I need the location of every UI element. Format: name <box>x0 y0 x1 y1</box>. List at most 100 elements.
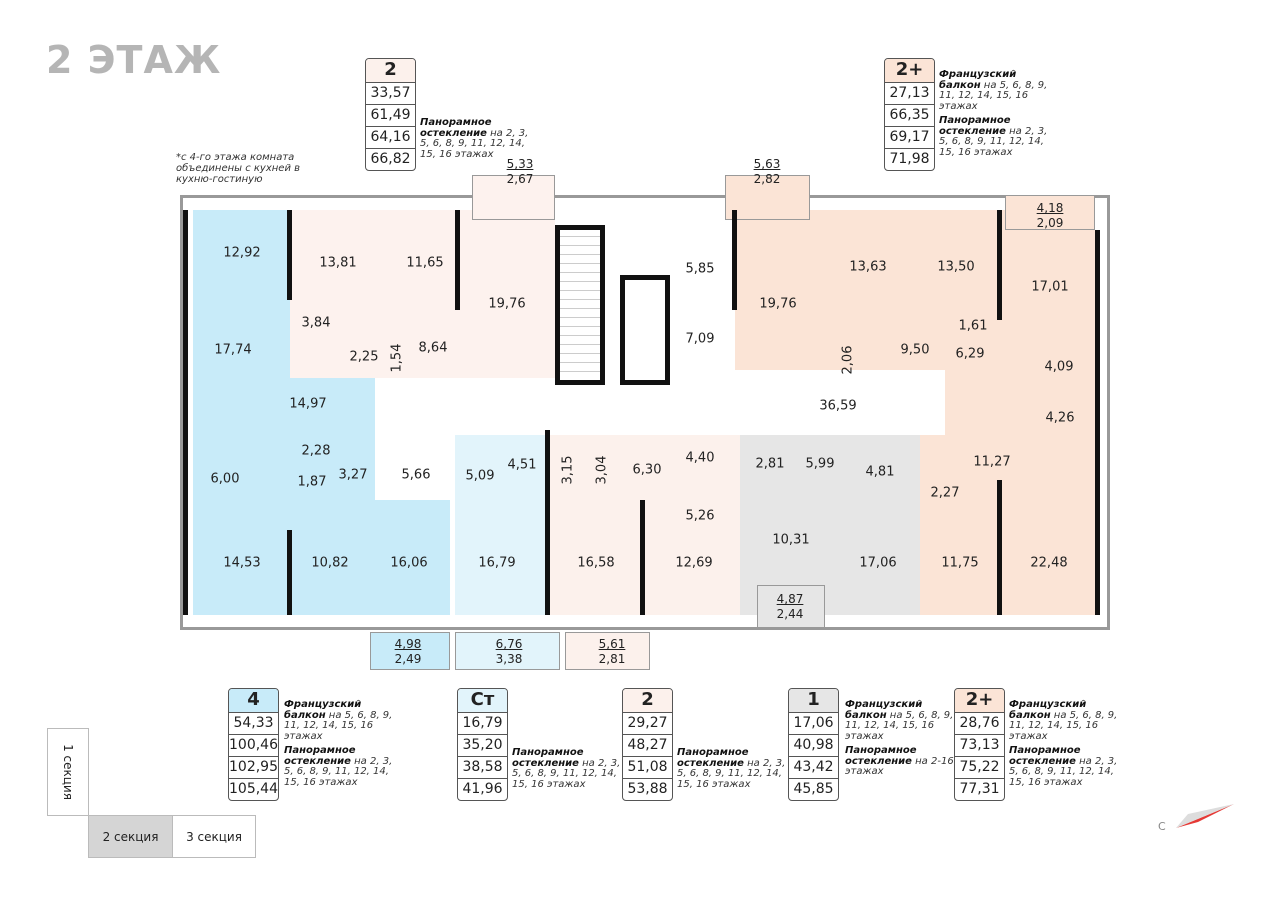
apartment-area: 105,44 <box>229 778 278 800</box>
room-area: 7,09 <box>685 331 715 347</box>
room-area: 19,76 <box>488 296 526 312</box>
balcony-area: 6,76 <box>495 637 523 651</box>
apartment-area: 54,33 <box>229 712 278 734</box>
unit-studio[interactable] <box>455 435 545 615</box>
wall <box>997 480 1002 615</box>
panoramic-glazing-note: Панорамное остекление на 2, 3, 5, 6, 8, … <box>512 747 622 790</box>
balcony-studio[interactable] <box>455 632 560 670</box>
room-area: 13,81 <box>319 255 357 271</box>
room-area: 16,79 <box>478 555 516 571</box>
section-1-button[interactable]: 1 секция <box>47 728 89 816</box>
floor-title: 2 ЭТАЖ <box>46 38 222 82</box>
room-area: 12,69 <box>675 555 713 571</box>
legend-notes: Панорамное остекление на 2, 3, 5, 6, 8, … <box>512 747 622 794</box>
balcony-area-reduced: 2,67 <box>506 172 534 186</box>
apartment-type: 1 <box>789 689 838 712</box>
balcony-2plus-top[interactable] <box>725 175 810 220</box>
apartment-area: 51,08 <box>623 756 672 778</box>
apartment-area: 53,88 <box>623 778 672 800</box>
note-text: на 2, 3, 5, 6, 8, 9, 11, 12, 14, 15, 16 … <box>677 757 786 790</box>
wall <box>997 210 1002 320</box>
unit-2-room-top[interactable] <box>290 210 555 378</box>
note-bold: Французский балкон <box>1009 699 1087 721</box>
apartment-area: 102,95 <box>229 756 278 778</box>
balcony-area: 4,87 <box>776 592 804 606</box>
wall <box>640 500 645 615</box>
legend-notes: Французский балкон на 5, 6, 8, 9, 11, 12… <box>845 699 955 782</box>
stairwell <box>555 225 605 385</box>
section-2-button[interactable]: 2 секция <box>88 815 173 858</box>
apartment-area: 77,31 <box>955 778 1004 800</box>
room-area: 3,15 <box>560 455 576 485</box>
note-text: на 2, 3, 5, 6, 8, 9, 11, 12, 14, 15, 16 … <box>512 757 621 790</box>
panoramic-glazing-note: Панорамное остекление на 2, 3, 5, 6, 8, … <box>284 745 394 788</box>
balcony-4-room[interactable] <box>370 632 450 670</box>
room-area: 2,06 <box>840 345 856 375</box>
note-bold: Французский балкон <box>845 699 923 721</box>
room-area: 22,48 <box>1030 555 1068 571</box>
apartment-area: 29,27 <box>623 712 672 734</box>
apartment-area: 73,13 <box>955 734 1004 756</box>
compass-icon: С <box>1158 800 1238 835</box>
balcony-2-room-bottom[interactable] <box>565 632 650 670</box>
room-area: 2,28 <box>301 443 331 459</box>
balcony-area-reduced: 2,09 <box>1036 216 1064 230</box>
room-area: 16,58 <box>577 555 615 571</box>
note-text: на 5, 6, 8, 9, 11, 12, 14, 15, 16 этажах <box>284 709 393 742</box>
room-area: 11,75 <box>941 555 979 571</box>
unit-2plus-top[interactable] <box>735 210 1095 370</box>
apartment-area: 38,58 <box>458 756 507 778</box>
apartment-area: 71,98 <box>885 148 934 170</box>
balcony-1-room[interactable] <box>757 585 825 628</box>
note-bold: Панорамное остекление <box>939 115 1011 137</box>
unit-2plus-bottom[interactable] <box>920 435 1095 615</box>
section-label: 3 секция <box>186 829 242 844</box>
room-area: 19,76 <box>759 296 797 312</box>
room-area: 4,26 <box>1045 410 1075 426</box>
apartment-area: 48,27 <box>623 734 672 756</box>
apartment-area: 64,16 <box>366 126 415 148</box>
apartment-area: 61,49 <box>366 104 415 126</box>
apartment-area: 41,96 <box>458 778 507 800</box>
note-text: на 5, 6, 8, 9, 11, 12, 14, 15, 16 этажах <box>1009 709 1118 742</box>
apartment-area: 100,46 <box>229 734 278 756</box>
apartment-area: 75,22 <box>955 756 1004 778</box>
apartment-type: Ст <box>458 689 507 712</box>
apartment-area: 45,85 <box>789 778 838 800</box>
room-area: 1,61 <box>958 318 988 334</box>
room-area: 4,51 <box>507 457 537 473</box>
apartment-area: 40,98 <box>789 734 838 756</box>
balcony-2-room-top[interactable] <box>472 175 555 220</box>
wall <box>1095 230 1100 615</box>
note-text: на 2, 3, 5, 6, 8, 9, 11, 12, 14, 15, 16 … <box>284 755 393 788</box>
apartment-area: 33,57 <box>366 82 415 104</box>
section-3-button[interactable]: 3 секция <box>172 815 256 858</box>
note-text: на 5, 6, 8, 9, 11, 12, 14, 15, 16 этажах <box>939 79 1048 112</box>
room-area: 17,01 <box>1031 279 1069 295</box>
apartment-area: 16,79 <box>458 712 507 734</box>
room-area: 10,82 <box>311 555 349 571</box>
apartment-type: 2+ <box>885 59 934 82</box>
unit-4-room-part[interactable] <box>260 378 375 615</box>
wall <box>287 210 292 300</box>
unit-4-room-part[interactable] <box>375 500 450 615</box>
legend-notes: Панорамное остекление на 2, 3, 5, 6, 8, … <box>677 747 787 794</box>
balcony-area: 5,33 <box>506 157 534 171</box>
legend-notes: Панорамное остекление на 2, 3, 5, 6, 8, … <box>420 117 530 164</box>
room-area: 3,04 <box>594 455 610 485</box>
balcony-area-reduced: 2,82 <box>753 172 781 186</box>
room-area: 2,81 <box>755 456 785 472</box>
footnote: *с 4-го этажа комната объединены с кухне… <box>176 152 301 185</box>
legend-notes: Французский балкон на 5, 6, 8, 9, 11, 12… <box>1009 699 1119 792</box>
french-balcony-note: Французский балкон на 5, 6, 8, 9, 11, 12… <box>1009 699 1119 742</box>
balcony-2plus-right[interactable] <box>1005 195 1095 230</box>
room-area: 17,06 <box>859 555 897 571</box>
corridor <box>375 390 945 435</box>
unit-2plus-top-part[interactable] <box>945 370 1095 435</box>
room-area: 8,64 <box>418 340 448 356</box>
